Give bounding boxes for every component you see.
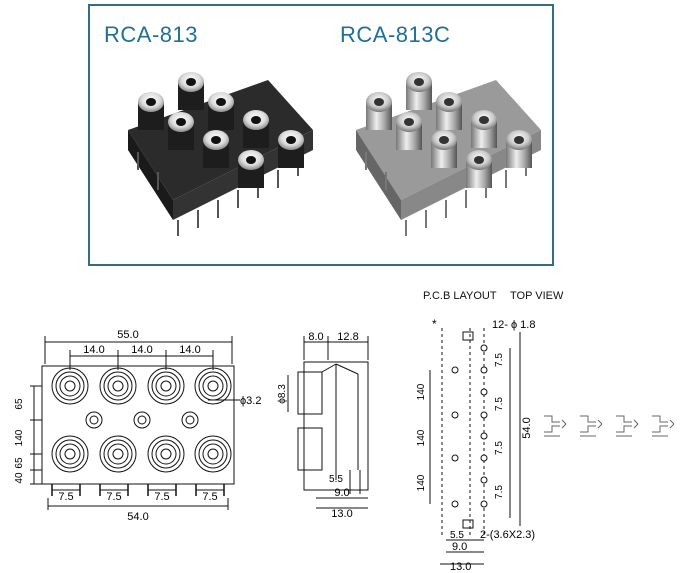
- pcb-left-dim-1: 140: [416, 383, 427, 400]
- pcb-slots-note: 2-(3.6X2.3): [480, 529, 535, 541]
- pcb-holes-note: 12- ϕ 1.8: [492, 319, 535, 331]
- side-dim-b: 12.8: [337, 331, 358, 343]
- front-pin-spacing-4: 7.5: [202, 491, 217, 503]
- product-photo-frame: RCA-813 RCA-813C: [88, 4, 554, 266]
- pcb-pitch-v-3: 7.5: [494, 441, 505, 455]
- side-bottom-3: 13.0: [331, 508, 352, 520]
- pcb-bottom-1: 5.5: [450, 530, 464, 541]
- side-bottom-2: 9.0: [334, 487, 349, 499]
- pcb-layout-label: P.C.B LAYOUT: [423, 290, 497, 302]
- front-left-dim-3: 65: [14, 457, 25, 469]
- front-width-label: 55.0: [117, 329, 138, 341]
- pcb-total: 54.0: [521, 417, 533, 438]
- front-bottom-width: 54.0: [127, 511, 148, 520]
- pcb-bottom-3: 13.0: [450, 561, 471, 572]
- side-bore-dia: ϕ8.3: [277, 384, 288, 404]
- front-pin-spacing-3: 7.5: [154, 491, 169, 503]
- model-title-rca-813: RCA-813: [104, 22, 198, 47]
- front-pitch-3: 14.0: [179, 344, 200, 356]
- front-view-drawing: 55.0 14.0 14.0 14.0 ϕ3.2 65 140 65 40 7.…: [14, 329, 261, 520]
- rca-813-photo: [128, 72, 313, 236]
- rca-813c-photo: [356, 72, 541, 236]
- pcb-layout-drawing: * 12- ϕ 1.8 2-(3.6X2.3) 7.5 7.5 7.5 7.5 …: [416, 317, 535, 572]
- pcb-marker: *: [432, 317, 437, 331]
- front-left-dim-1: 65: [14, 398, 25, 410]
- front-pin-spacing-1: 7.5: [58, 491, 73, 503]
- schematic-symbols: [544, 415, 675, 437]
- side-view-drawing: 8.0 12.8 ϕ8.3 5.5 9.0 13.0: [277, 331, 369, 520]
- side-bottom-1: 5.5: [329, 474, 343, 485]
- top-view-label: TOP VIEW: [510, 290, 564, 302]
- front-hole-dia: ϕ3.2: [240, 395, 261, 407]
- pcb-pitch-v-1: 7.5: [494, 353, 505, 367]
- front-left-dim-2: 140: [14, 429, 25, 446]
- front-pitch-1: 14.0: [83, 344, 104, 356]
- side-dim-a: 8.0: [308, 331, 323, 343]
- pcb-bottom-2: 9.0: [452, 541, 467, 553]
- front-pitch-2: 14.0: [131, 344, 152, 356]
- pcb-left-dim-3: 140: [416, 474, 427, 491]
- pcb-pitch-v-2: 7.5: [494, 397, 505, 411]
- front-pin-spacing-2: 7.5: [106, 491, 121, 503]
- model-title-rca-813c: RCA-813C: [340, 22, 451, 47]
- pcb-left-dim-2: 140: [416, 429, 427, 446]
- pcb-pitch-v-4: 7.5: [494, 485, 505, 499]
- front-left-dim-4: 40: [14, 472, 25, 484]
